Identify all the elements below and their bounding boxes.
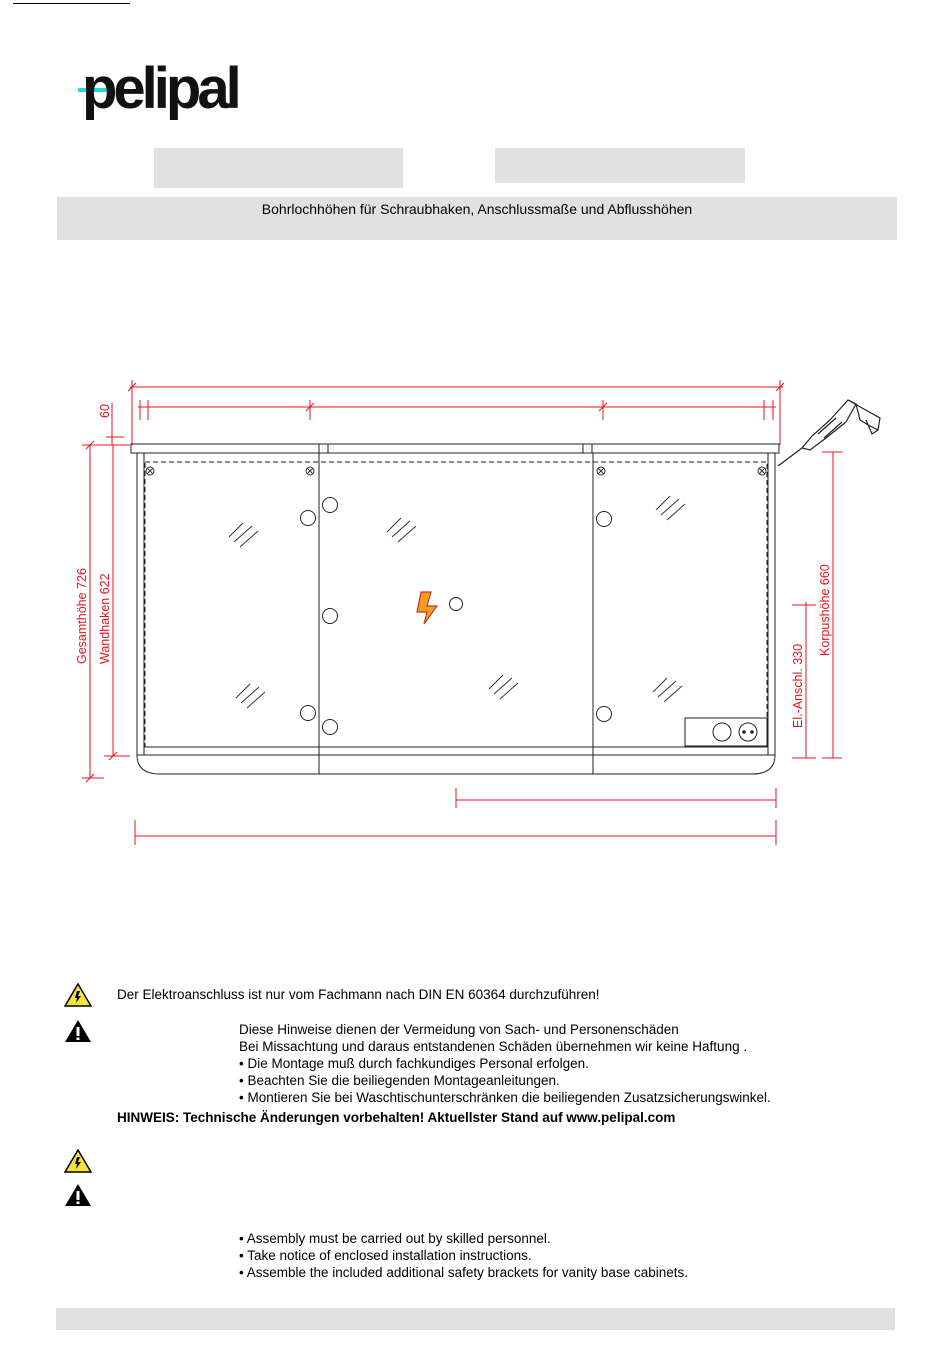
field-box-right [495,148,745,183]
notes-en-block: • Assembly must be carried out by skille… [239,1230,688,1281]
notes-de-block: Diese Hinweise dienen der Vermeidung von… [239,1021,771,1106]
footer-bar [56,1308,895,1330]
field-box-left [154,148,403,188]
title-banner: Bohrlochhöhen für Schraubhaken, Anschlus… [57,197,897,240]
note-line: • Die Montage muß durch fachkundiges Per… [239,1056,589,1071]
dim-label-60: 60 [98,404,112,418]
electric-warning-text: Der Elektroanschluss ist nur vom Fachman… [117,987,600,1002]
pelipal-logo: pelipal [78,56,243,121]
electric-warning-icon [64,983,92,1007]
general-warning-icon [65,1020,91,1042]
note-line: • Assemble the included additional safet… [239,1265,688,1280]
note-line: Diese Hinweise dienen der Vermeidung von… [239,1022,679,1037]
electric-warning-icon [64,1149,92,1173]
dim-label-body-height: Korpushöhe 660 [818,564,832,656]
logo-text: pelipal [82,56,239,121]
banner-title: Bohrlochhöhen für Schraubhaken, Anschlus… [261,201,693,217]
dim-label-el-connection: El.-Anschl. 330 [791,644,805,728]
dim-label-total-height: Gesamthöhe 726 [75,568,89,664]
lightning-icon [416,591,439,625]
cabinet-drawing: 60 Gesamthöhe 726 Wandhaken 622 Korpushö… [75,380,881,845]
hinweis-text: HINWEIS: Technische Änderungen vorbehalt… [117,1110,676,1125]
note-line: Bei Missachtung und daraus entstandenen … [239,1039,748,1054]
general-warning-icon [65,1184,91,1206]
cabinet-outline [130,443,780,775]
note-line: • Montieren Sie bei Waschtischunterschrä… [239,1090,771,1105]
top-rule [13,3,130,4]
drill-icon [777,399,881,467]
note-line: • Beachten Sie die beiliegenden Montagea… [239,1073,560,1088]
top-dimension-lines [82,380,842,845]
dim-label-wall-hook: Wandhaken 622 [98,573,112,664]
note-line: • Assembly must be carried out by skille… [239,1231,551,1246]
note-line: • Take notice of enclosed installation i… [239,1248,532,1263]
